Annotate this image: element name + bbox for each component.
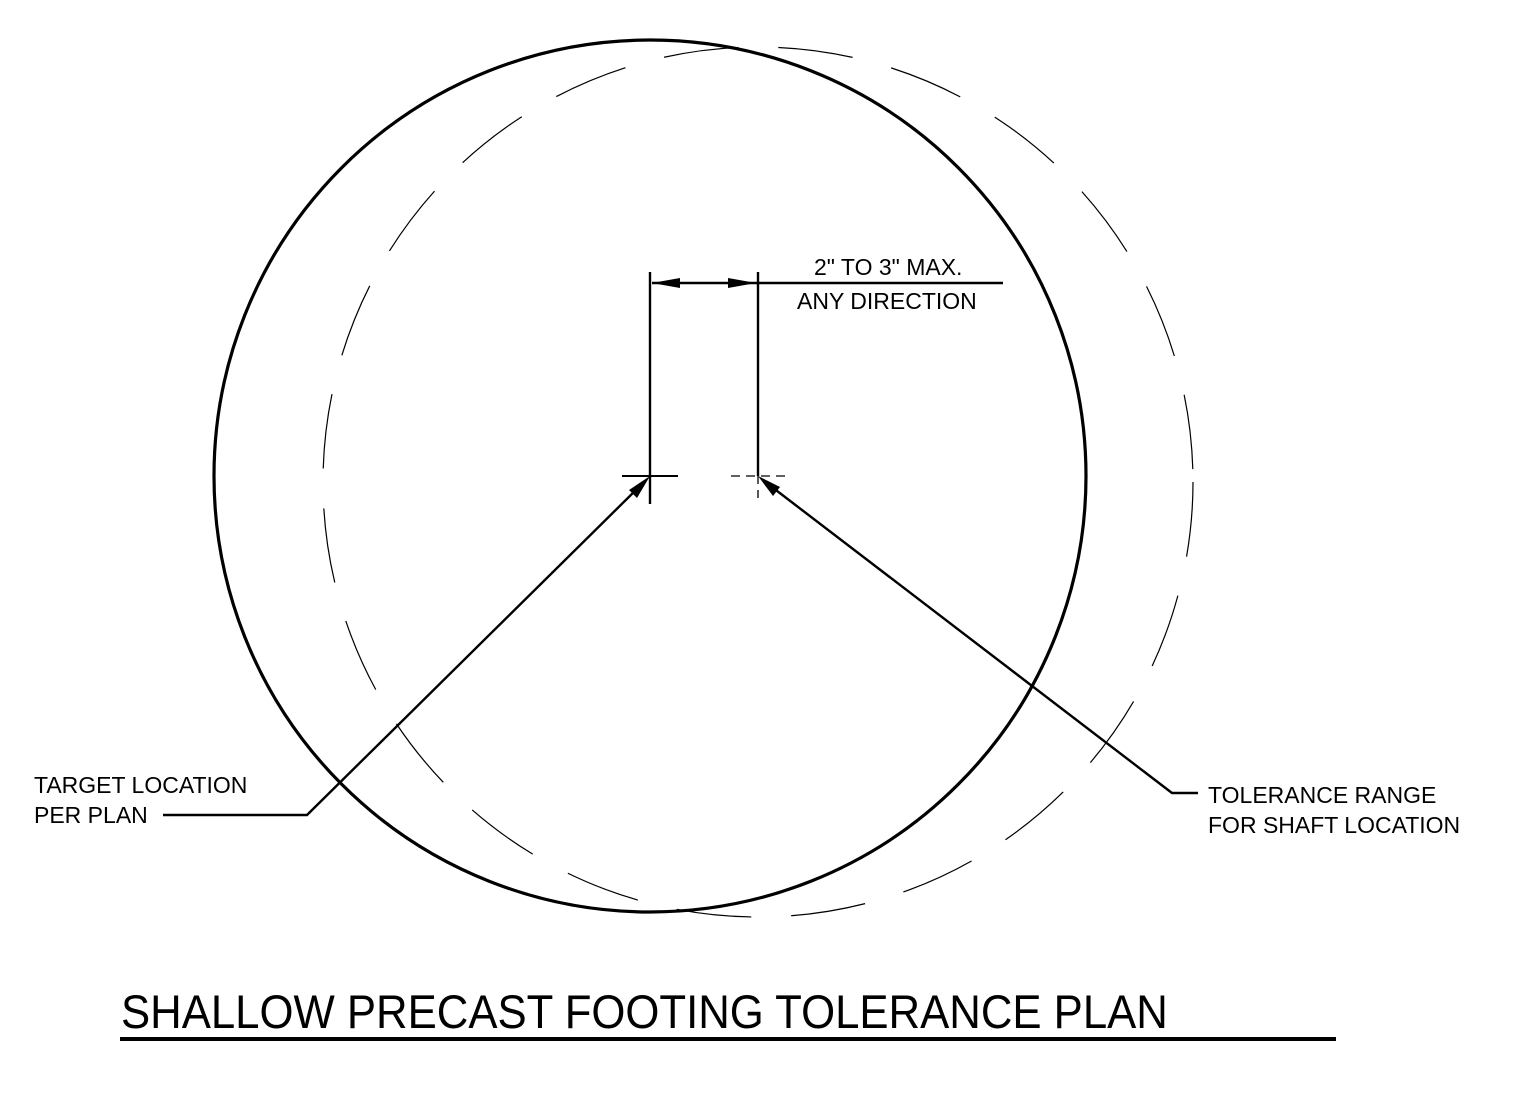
drawing-title: SHALLOW PRECAST FOOTING TOLERANCE PLAN bbox=[121, 985, 1168, 1038]
dimension-label-line2: ANY DIRECTION bbox=[797, 288, 977, 314]
dimension-label-line1: 2" TO 3" MAX. bbox=[814, 254, 963, 280]
dimension-arrow-left bbox=[652, 278, 680, 288]
target-footing-circle bbox=[212, 38, 1088, 914]
target-callout-line2: PER PLAN bbox=[34, 802, 148, 828]
tolerance-callout-line1: TOLERANCE RANGE bbox=[1208, 782, 1437, 808]
target-leader-line bbox=[163, 485, 641, 817]
target-callout-line1: TARGET LOCATION bbox=[34, 772, 248, 798]
target-leader-arrow bbox=[629, 476, 650, 498]
tolerance-leader-arrow bbox=[758, 476, 780, 496]
dimension-arrow-right bbox=[728, 278, 756, 288]
tolerance-crosshair-icon bbox=[731, 475, 786, 504]
tolerance-footing-circle bbox=[322, 46, 1194, 918]
tolerance-leader-line bbox=[767, 483, 1198, 795]
tolerance-callout-line2: FOR SHAFT LOCATION bbox=[1208, 812, 1461, 838]
